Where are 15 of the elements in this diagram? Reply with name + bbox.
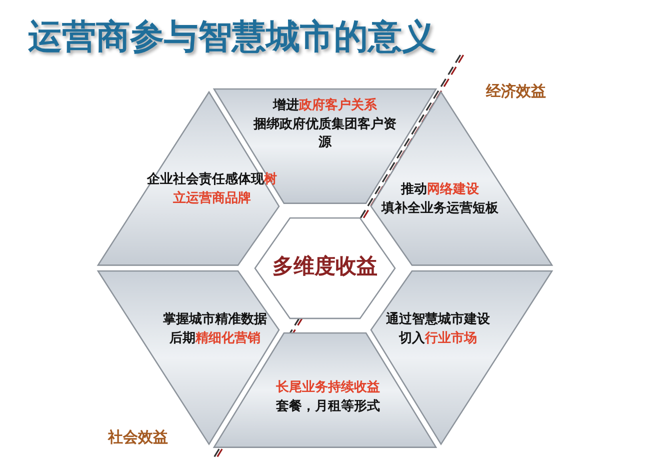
segment-text: 填补全业务运营短板 (381, 200, 498, 218)
segment-text: 长尾业务持续收益 (276, 379, 380, 398)
segment-text: 多维度收益 (272, 252, 378, 280)
segment-text: 后期精细化营销 (169, 330, 260, 348)
benefit-label: 经济效益 (486, 82, 546, 101)
segment-text: 推动网络建设 (400, 181, 479, 200)
segment-text: 增进政府客户关系 (273, 96, 377, 115)
segment-text: 切入行业市场 (399, 330, 477, 348)
benefit-label: 社会效益 (108, 428, 168, 447)
segment-text: 企业社会责任感体现树立运营商品牌 (146, 171, 277, 208)
segment-text: 通过智慧城市建设 (386, 311, 490, 330)
segment-text: 捆绑政府优质集团客户资源 (252, 116, 398, 152)
segment-text: 掌握城市精准数据 (162, 311, 267, 330)
title: 运营商参与智慧城市的意义 (28, 16, 436, 59)
segment-text: 套餐，月租等形式 (276, 398, 380, 416)
